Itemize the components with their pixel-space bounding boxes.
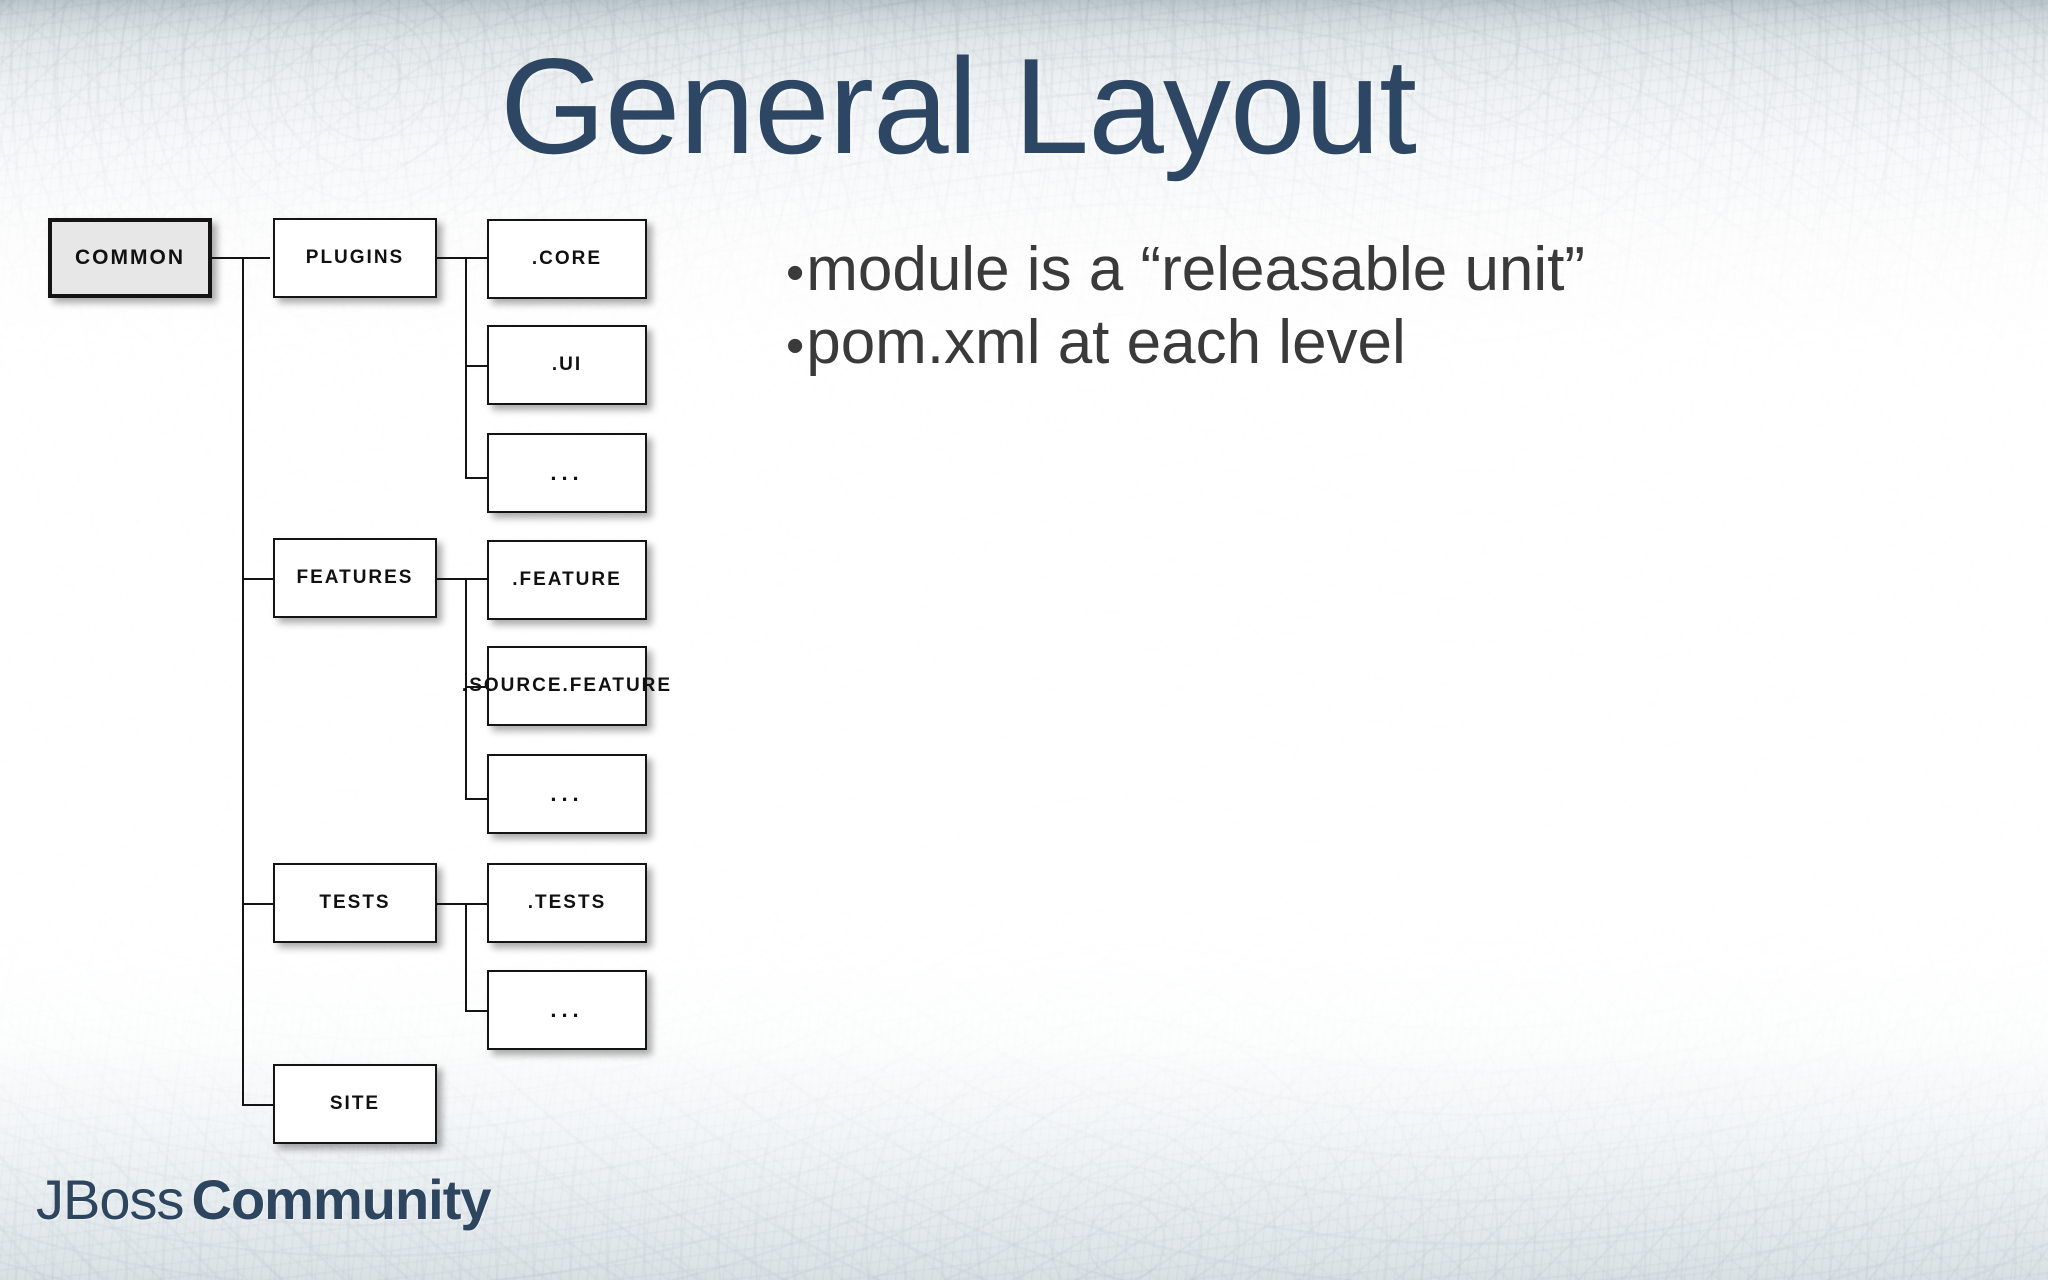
tree-node-tests: TESTS [273,863,437,943]
edge-plugins-branch-vertical [465,257,467,479]
logo-text-community: Community [191,1168,492,1231]
edge-tests-branch-vertical [465,903,467,1012]
tree-node-features-feature: .FEATURE [487,540,647,620]
bullet-marker-icon: • [786,317,805,376]
bullet-text: module is a “releasable unit” [806,235,1586,304]
edge-common-to-spine [212,257,270,259]
edge-plugins-to-ui [465,365,489,367]
edge-plugins-to-more [465,477,489,479]
bullet-item: • module is a “releasable unit” [786,233,1986,306]
bullet-item: • pom.xml at each level [786,306,1986,379]
tree-node-site: SITE [273,1064,437,1144]
edge-spine-to-site [242,1104,274,1106]
page-title: General Layout [500,30,1417,182]
bullet-marker-icon: • [786,244,805,302]
tree-node-features-source-feature: .SOURCE.FEATURE [462,646,670,726]
tree-node-common: COMMON [48,218,212,298]
module-layout-tree: COMMON PLUGINS FEATURES TESTS SITE .CORE… [0,0,760,1180]
edge-spine-to-tests [242,903,274,905]
tree-node-plugins-core: .CORE [487,219,647,299]
logo-text-jboss: JBoss [36,1168,184,1231]
bullet-list: • module is a “releasable unit” • pom.xm… [786,233,1986,379]
tree-node-tests-tests: .TESTS [487,863,647,943]
edge-plugins-to-branch [437,257,487,259]
edge-features-to-more [465,798,489,800]
edge-spine-vertical [242,257,244,1105]
tree-node-features-more: ... [487,754,647,834]
edge-tests-to-branch [437,903,487,905]
edge-features-to-branch [437,578,487,580]
edge-features-to-sourcefeature [465,686,489,688]
tree-node-tests-more: ... [487,970,647,1050]
tree-node-plugins-ui: .UI [487,325,647,405]
edge-features-branch-vertical [465,578,467,800]
tree-node-plugins-more: ... [487,433,647,513]
tree-node-plugins: PLUGINS [273,218,437,298]
tree-node-features: FEATURES [273,538,437,618]
edge-spine-to-features [242,578,274,580]
bullet-text: pom.xml at each level [806,308,1406,378]
edge-tests-to-more [465,1010,489,1012]
